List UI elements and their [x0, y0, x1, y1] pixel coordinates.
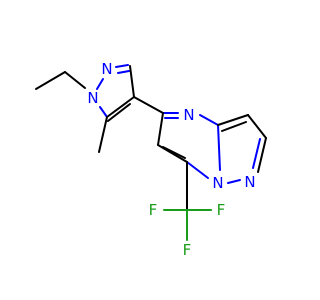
- atom-label-fluorine: F: [183, 241, 192, 259]
- bond-line: [115, 64, 129, 68]
- bond-line: [35, 71, 66, 90]
- bond-line: [157, 112, 164, 146]
- bond-line: [96, 78, 104, 90]
- bond-line: [221, 121, 247, 132]
- bond-line: [99, 106, 108, 118]
- bond-line: [162, 146, 186, 159]
- atom-label-nitrogen: N: [212, 174, 223, 192]
- atom-label-background: [86, 90, 100, 106]
- atom-label-nitrogen: N: [244, 173, 255, 191]
- bond-line: [98, 116, 108, 153]
- bond-line: [199, 114, 219, 126]
- atom-label-nitrogen: N: [183, 106, 194, 124]
- bond-line: [257, 137, 267, 173]
- atom-label-background: [180, 242, 194, 258]
- bond-line: [217, 124, 221, 171]
- bond-line: [227, 179, 241, 184]
- atom-label-background: [211, 175, 225, 191]
- atom-label-background: [243, 174, 257, 190]
- atom-label-fluorine: F: [217, 201, 226, 219]
- bonds-group: [35, 64, 267, 241]
- bond-line: [106, 96, 135, 118]
- bond-line: [107, 103, 131, 122]
- atom-label-background: [182, 107, 196, 123]
- bond-line: [247, 114, 267, 139]
- bond-line: [252, 138, 261, 169]
- atom-label-nitrogen: N: [87, 89, 98, 107]
- bond-line: [117, 70, 130, 74]
- bond-line: [129, 65, 135, 98]
- atom-label-nitrogen: N: [101, 60, 112, 78]
- atom-label-background: [214, 202, 228, 218]
- bond-line: [64, 71, 86, 89]
- bond-line: [186, 161, 209, 179]
- atom-label-background: [146, 202, 160, 218]
- bond-line: [133, 96, 164, 114]
- atom-label-fluorine: F: [149, 201, 158, 219]
- bond-line: [217, 114, 249, 126]
- atom-label-background: [100, 61, 114, 77]
